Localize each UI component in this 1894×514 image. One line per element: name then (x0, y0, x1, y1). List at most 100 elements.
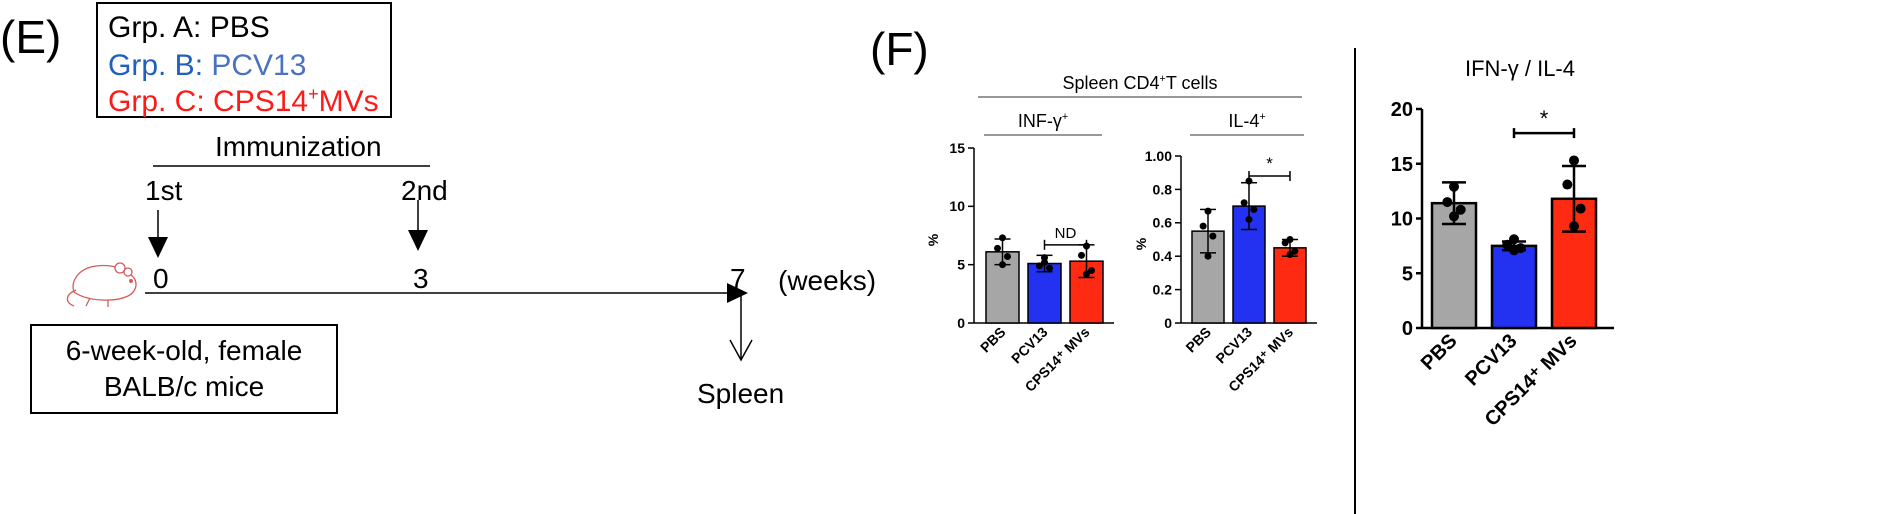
legend-name-sup: + (308, 84, 319, 104)
data-point (1449, 211, 1459, 222)
y-axis-label: % (925, 233, 941, 246)
group-legend-box: Grp. A: PBS Grp. B: PCV13 Grp. C: CPS14+… (96, 2, 392, 118)
spleen-label: Spleen (697, 378, 785, 409)
data-point (1083, 270, 1090, 278)
data-point (1209, 232, 1217, 240)
mouse-info-line2: BALB/c mice (103, 371, 265, 402)
data-point (1240, 199, 1248, 207)
bar-2 (1490, 244, 1538, 330)
data-point (1204, 207, 1212, 215)
y-tick-label: 10 (949, 198, 965, 214)
y-tick-label: 0.4 (1153, 248, 1173, 264)
data-point (1442, 197, 1453, 208)
data-point (1245, 215, 1253, 223)
data-point (999, 261, 1006, 269)
y-tick-label: 0.6 (1153, 215, 1173, 231)
legend-name: CPS14 (213, 85, 309, 118)
timeline-arrow-head (727, 283, 748, 303)
data-point (1569, 221, 1579, 232)
group-header-text: Spleen CD4 (1062, 73, 1160, 93)
data-point (1502, 239, 1513, 250)
data-point (1036, 262, 1043, 270)
data-point (1041, 258, 1048, 266)
second-dose-arrow-head (408, 230, 428, 251)
y-tick-label: 0 (957, 315, 965, 331)
second-dose-label: 2nd (401, 175, 448, 206)
data-point (1509, 245, 1519, 256)
data-point (1204, 252, 1212, 260)
data-point (1078, 251, 1085, 259)
y-tick-label: 10 (1391, 209, 1413, 231)
data-point (1455, 204, 1466, 215)
immunization-title: Immunization (215, 131, 382, 162)
chart2-title-sup: + (1259, 111, 1266, 123)
significance-label: ND (1055, 225, 1077, 242)
weeks-label: (weeks) (778, 265, 877, 296)
data-point (1562, 179, 1573, 190)
y-tick-label: 0.8 (1153, 181, 1173, 197)
chart3-title: IFN-γ / IL-4 (1410, 56, 1630, 82)
data-point (1245, 177, 1253, 185)
y-tick-label: 15 (949, 140, 965, 156)
chart1-title: INF-γ+ (984, 111, 1102, 132)
mouse-info-box: 6-week-old, female BALB/c mice (30, 324, 338, 414)
mouse-icon (66, 262, 137, 307)
legend-group-a: Grp. A: PBS (108, 8, 390, 48)
category-label: PCV13 (1461, 330, 1521, 390)
chart2-title-text: IL-4 (1228, 111, 1260, 131)
data-point (1281, 239, 1289, 247)
chart1-title-text: INF-γ (1017, 111, 1062, 131)
category-label: PBS (1182, 324, 1214, 356)
category-label: PBS (977, 324, 1009, 356)
y-tick-label: 15 (1391, 154, 1413, 176)
group-header-rest: T cells (1165, 73, 1218, 93)
mouse-info-line1: 6-week-old, female (65, 335, 303, 366)
chart2-title: IL-4+ (1190, 111, 1304, 132)
spleen-arrow-head (729, 339, 753, 362)
legend-prefix: Grp. A: (108, 11, 202, 44)
group-header: Spleen CD4+T cells (978, 73, 1302, 94)
data-point (1250, 205, 1258, 213)
y-tick-label: 5 (957, 257, 965, 273)
bar-2 (1027, 262, 1062, 324)
y-axis-label: % (1133, 237, 1149, 250)
y-tick-label: 0 (1164, 315, 1172, 331)
significance-label: * (1266, 154, 1273, 173)
data-point (1569, 155, 1579, 166)
legend-group-b: Grp. B: PCV13 (108, 46, 390, 86)
panel-f-label: (F) (870, 23, 929, 75)
data-point (1046, 264, 1053, 272)
y-tick-label: 5 (1402, 263, 1413, 285)
data-point (1004, 253, 1011, 260)
panel-e-label: (E) (0, 11, 62, 63)
data-point (1286, 251, 1294, 259)
timepoint-0: 0 (153, 263, 169, 294)
chart1-title-sup: + (1061, 111, 1069, 123)
y-tick-label: 1.00 (1145, 148, 1172, 164)
legend-name-rest: MVs (318, 85, 379, 118)
category-label: PBS (1417, 330, 1462, 375)
timepoint-3: 3 (413, 263, 429, 294)
legend-prefix: Grp. C: (108, 85, 205, 118)
data-point (1449, 181, 1459, 192)
data-point (1088, 267, 1095, 274)
legend-name: PBS (209, 11, 270, 44)
legend-group-c: Grp. C: CPS14+MVs (108, 82, 390, 122)
bar-3 (1273, 247, 1307, 324)
data-point (1199, 222, 1207, 230)
timepoint-7: 7 (730, 263, 746, 294)
data-point (1575, 203, 1586, 214)
first-dose-label: 1st (145, 175, 183, 206)
legend-name: PCV13 (211, 49, 307, 82)
chart3-title-text: IFN-γ / IL-4 (1464, 56, 1575, 81)
y-tick-label: 0 (1402, 318, 1413, 340)
significance-label: * (1540, 106, 1549, 131)
y-tick-label: 0.2 (1153, 282, 1173, 298)
data-point (1509, 234, 1519, 245)
data-point (994, 244, 1001, 252)
y-tick-label: 20 (1391, 99, 1413, 121)
data-point (999, 234, 1006, 242)
